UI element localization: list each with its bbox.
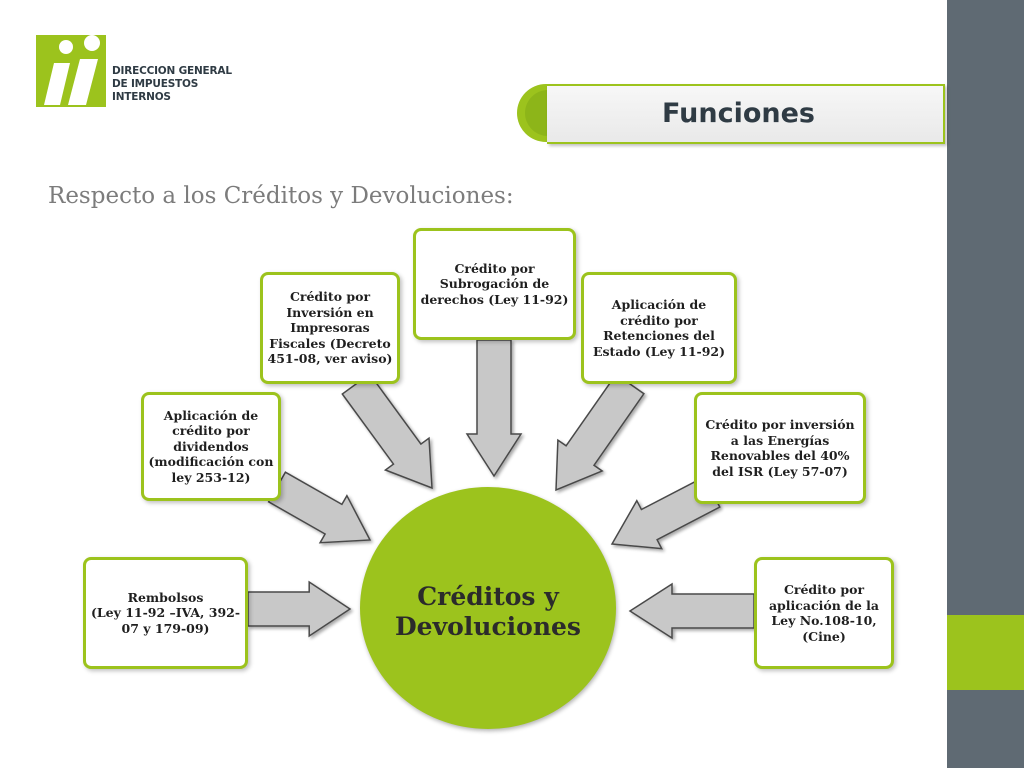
sidebar-accent-block xyxy=(947,615,1024,690)
banner-body: Funciones xyxy=(547,84,945,144)
logo-mark-icon xyxy=(36,35,106,107)
node-subrogacion: Crédito por Subrogación de derechos (Ley… xyxy=(413,228,576,340)
arrow-dividendos xyxy=(267,471,372,544)
node-impresoras: Crédito por Inversión en Impresoras Fisc… xyxy=(260,272,400,384)
section-subtitle: Respecto a los Créditos y Devoluciones: xyxy=(48,183,514,209)
center-node: Créditos y Devoluciones xyxy=(360,487,616,729)
logo-line-2: DE IMPUESTOS xyxy=(112,78,199,90)
dgii-logo: DIRECCION GENERAL DE IMPUESTOS INTERNOS xyxy=(36,33,232,111)
node-cine: Crédito por aplicación de la Ley No.108-… xyxy=(754,557,894,669)
node-retenciones: Aplicación de crédito por Retenciones de… xyxy=(581,272,737,384)
page-title: Funciones xyxy=(662,98,815,129)
center-label-line-2: Devoluciones xyxy=(394,612,581,641)
node-rembolsos: Rembolsos (Ley 11-92 –IVA, 392-07 y 179-… xyxy=(83,557,248,669)
node-renovables: Crédito por inversión a las Energías Ren… xyxy=(694,392,866,504)
center-label-line-1: Créditos y xyxy=(417,582,559,611)
title-banner: Funciones xyxy=(517,82,947,144)
arrow-cine xyxy=(628,582,755,640)
logo-line-3: INTERNOS xyxy=(112,91,171,103)
logo-text: DIRECCION GENERAL DE IMPUESTOS INTERNOS xyxy=(112,65,232,104)
arrow-renovables xyxy=(610,475,721,550)
node-dividendos: Aplicación de crédito por dividendos (mo… xyxy=(141,392,281,501)
arrow-subrogacion xyxy=(465,339,523,478)
center-label: Créditos y Devoluciones xyxy=(395,582,581,642)
arrow-rembolsos xyxy=(247,580,352,638)
arrow-impresoras xyxy=(341,372,433,490)
arrow-retenciones xyxy=(555,373,645,492)
diagram-arrows xyxy=(247,339,755,640)
logo-line-1: DIRECCION GENERAL xyxy=(112,65,232,77)
